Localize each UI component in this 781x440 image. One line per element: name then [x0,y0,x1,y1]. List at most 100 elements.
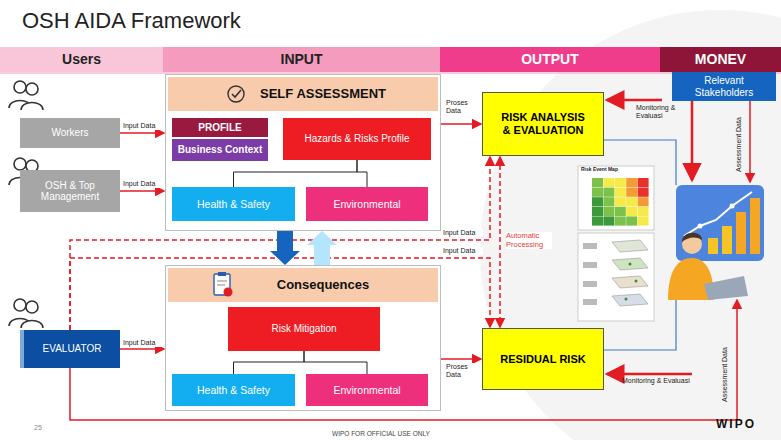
background-arc [480,10,781,440]
matrix-cell [615,188,626,197]
node-text: RESIDUAL RISK [500,353,585,366]
node-text: Hazards & Risks Profile [304,133,409,145]
matrix-cell [615,216,626,225]
connector [441,123,481,125]
profile-box: Business Context [172,139,268,161]
chart-line [684,192,752,236]
connector [120,190,164,192]
matrix-cell [638,178,649,187]
edge-label: Automatic Processing [506,232,552,249]
edge-label: Input Data [123,339,163,347]
matrix-cell [615,197,626,206]
text-label: Assessment Data [721,347,729,402]
user-box: EVALUATOR [20,330,120,368]
node-text: Relevant Stakeholders [676,75,772,98]
text-label: WIPO [716,418,756,432]
matrix-cell [615,178,626,187]
matrix-cell [592,188,603,197]
matrix-cell [638,197,649,206]
matrix-cell [592,216,603,225]
header-band: INPUT [163,47,440,72]
connector [120,132,164,134]
category-box: Health & Safety [172,374,295,406]
clipboard-line [217,285,225,286]
category-box: Environmental [306,374,428,406]
panel-header: SELF ASSESSMENT [168,77,438,111]
matrix-cell [626,197,637,206]
node-text: Health & Safety [197,384,270,396]
laptop [704,276,748,300]
chart-bar [708,238,718,254]
map-legend [583,262,597,268]
node-text: OUTPUT [521,51,579,67]
header-band: Users [0,47,163,72]
process-box: Hazards & Risks Profile [283,118,431,160]
node-text: OSH & Top Management [24,180,116,203]
person-hair [682,233,702,242]
node-text: SELF ASSESSMENT [260,87,386,102]
matrix-cell [603,197,614,206]
connector [234,160,358,187]
user-box: OSH & Top Management [20,170,120,212]
block-arrow [270,231,300,265]
monitoring-arrow [607,99,662,102]
text-label: Monitoring & Evaluasi [636,104,686,120]
node-text: INPUT [281,51,323,67]
text-label: Risk Event Map [581,167,651,173]
connector [70,157,490,330]
clipboard-clip [218,272,226,276]
stakeholder-box: Relevant Stakeholders [672,72,776,101]
user-icon [9,81,43,110]
map-layer [612,258,648,270]
analyst-illustration [668,185,764,300]
map-legend [583,243,597,249]
node-text: RISK ANALYSIS & EVALUATION [498,111,588,136]
edge-label: Proses Data [446,363,476,379]
diagram-title: OSH AIDA Framework [22,8,241,33]
matrix-cell [592,178,603,187]
map-dot [625,298,628,301]
clipboard [214,274,230,295]
connector [304,351,367,374]
matrix-frame [578,166,654,230]
header-band: MONEV [660,47,781,72]
profile-box: PROFILE [172,118,268,137]
chart-bar [736,212,746,254]
matrix-cell [615,207,626,216]
text-label: Monitoring & Evaluasi [622,377,702,385]
matrix-cell [603,216,614,225]
icon-check [232,90,241,97]
map-frame [578,233,654,321]
map-layer [612,240,648,252]
connector [120,348,164,350]
chart-dot [698,224,703,229]
node-text: MONEV [695,51,746,67]
process-box: Risk Mitigation [228,307,380,351]
category-box: Environmental [306,187,428,221]
text-label: WIPO FOR OFFICIAL USE ONLY [332,430,430,437]
monitoring-arrow [607,373,692,376]
input-panel: SELF ASSESSMENT PROFILE Business Context Ha… [165,74,441,231]
node-text: Environmental [333,384,400,396]
matrix-cells [592,178,649,226]
assessment-arrow [691,101,694,180]
chart-panel [676,185,764,261]
input-panel: ConsequencesRisk MitigationHealth & Safe… [165,265,441,411]
map-dot [629,263,632,266]
matrix-cell [603,178,614,187]
edge-label: Input Data [443,229,483,237]
matrix-cell [592,197,603,206]
clipboard-badge [224,288,233,297]
node-text: Risk Mitigation [271,323,336,335]
node-text: Workers [51,127,88,139]
clipboard-line [217,281,227,282]
matrix-cell [638,207,649,216]
clipboard-icon [214,272,233,297]
output-box: RISK ANALYSIS & EVALUATION [482,92,604,156]
matrix-cell [638,188,649,197]
block-arrow [307,231,337,265]
chart-bar [722,226,732,254]
connector [441,358,481,360]
map-layer [612,276,648,288]
